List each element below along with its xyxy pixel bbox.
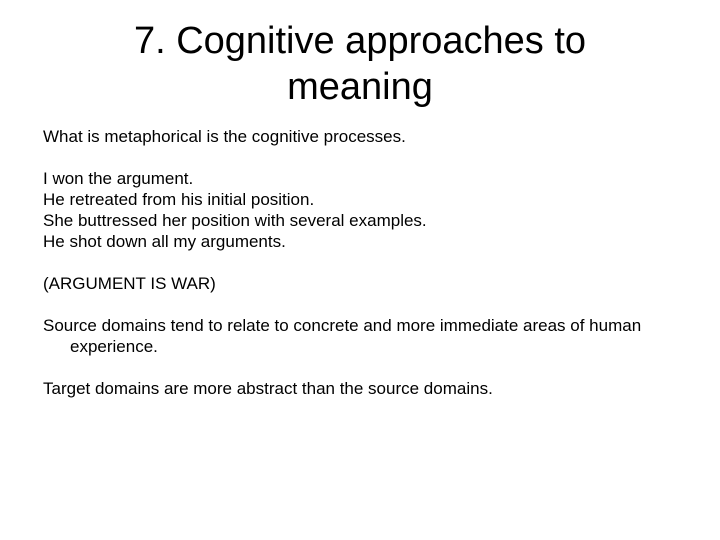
- target-domains-text: Target domains are more abstract than th…: [43, 379, 493, 398]
- spacer: [43, 357, 693, 378]
- spacer: [43, 147, 693, 168]
- slide-title: 7. Cognitive approaches to meaning: [40, 18, 680, 110]
- slide-title-line-2: meaning: [287, 66, 433, 108]
- example-sentence: I won the argument.: [43, 169, 194, 188]
- slide-body: What is metaphorical is the cognitive pr…: [43, 126, 693, 399]
- example-sentence: He shot down all my arguments.: [43, 232, 286, 251]
- spacer: [43, 294, 693, 315]
- metaphor-label: (ARGUMENT IS WAR): [43, 274, 216, 293]
- slide-title-line-1: 7. Cognitive approaches to: [133, 20, 587, 62]
- example-sentence: She buttressed her position with several…: [43, 211, 427, 230]
- example-sentence: He retreated from his initial position.: [43, 190, 315, 209]
- source-domains-text: Source domains tend to relate to concret…: [43, 316, 642, 356]
- intro-text: What is metaphorical is the cognitive pr…: [43, 127, 406, 146]
- spacer: [43, 252, 693, 273]
